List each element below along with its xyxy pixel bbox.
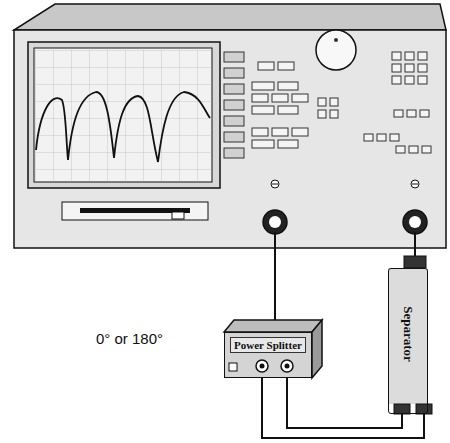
node-label: Power Splitter: [230, 337, 306, 353]
power-splitter-box: Power Splitter: [224, 332, 312, 378]
node-label: Separator: [400, 306, 416, 362]
coax-cable: [287, 378, 402, 428]
phase-label: 0° or 180°: [96, 330, 163, 347]
separator-box: Separator: [388, 268, 428, 414]
coax-cable: [262, 378, 424, 438]
